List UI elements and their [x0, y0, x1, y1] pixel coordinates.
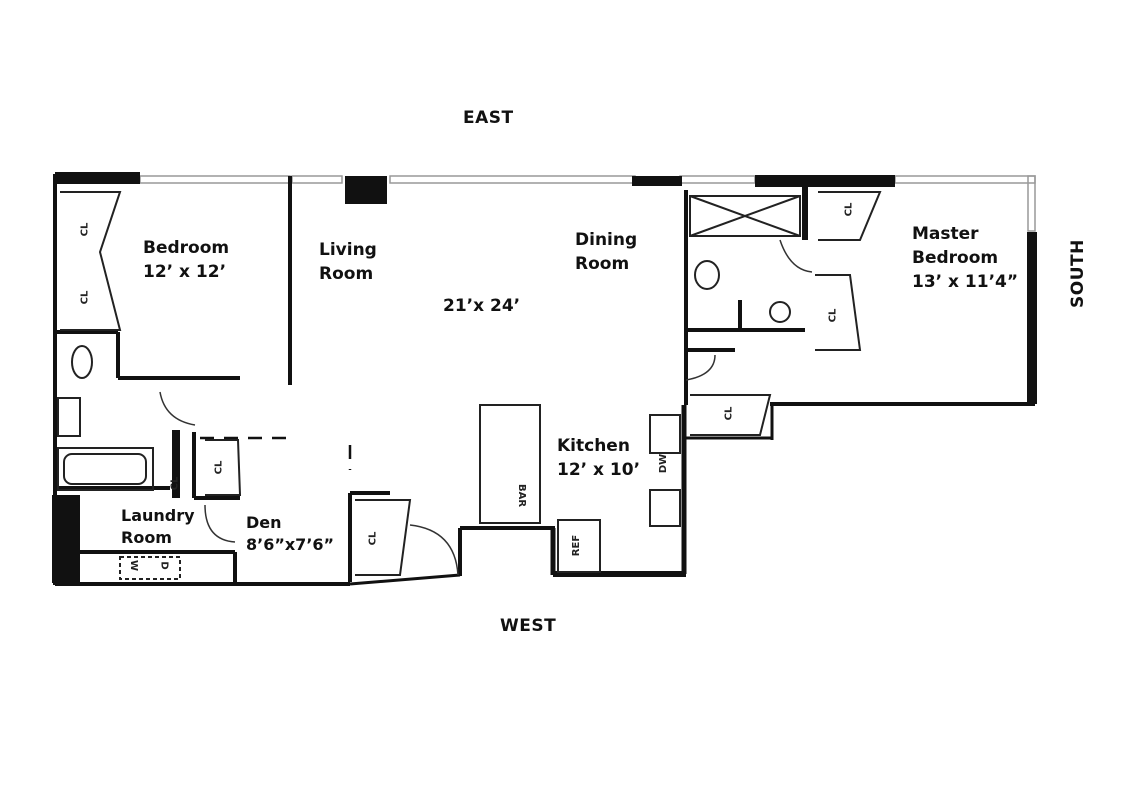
washer-label: W — [128, 559, 140, 572]
fixtures — [57, 195, 801, 580]
kitchen-size: 12’ x 10’ — [557, 460, 641, 480]
den-name: Den — [246, 513, 282, 532]
wall-lines — [53, 174, 1035, 586]
closet-label: CL — [169, 476, 181, 491]
closet-label: CL — [723, 406, 735, 421]
closet-label: CL — [843, 202, 855, 217]
den-size: 8’6”x7’6” — [246, 535, 335, 554]
closet-label: CL — [367, 531, 379, 546]
dining-room-line2: Room — [575, 254, 630, 274]
dashed-line — [200, 436, 352, 470]
bedroom-size: 12’ x 12’ — [143, 262, 227, 282]
dishwasher-label: DW — [658, 453, 670, 474]
master-bedroom-label: Master Bedroom 13’ x 11’4” — [912, 222, 1018, 294]
closet-label: CL — [79, 290, 91, 305]
den-label: Den 8’6”x7’6” — [246, 512, 334, 556]
bedroom-label: Bedroom 12’ x 12’ — [143, 236, 229, 284]
windows — [139, 175, 1036, 232]
master-bedroom-size: 13’ x 11’4” — [912, 272, 1019, 292]
direction-south: SOUTH — [1068, 239, 1088, 308]
laundry-room-line1: Laundry — [121, 506, 195, 525]
living-room-label: Living Room — [319, 238, 377, 286]
closet-label: CL — [213, 460, 225, 475]
door-swings — [159, 239, 813, 576]
interior-walls — [55, 176, 808, 582]
bedroom-name: Bedroom — [143, 238, 230, 258]
refrigerator-label: REF — [571, 534, 583, 557]
great-room-size: 21’x 24’ — [443, 296, 521, 316]
kitchen-label: Kitchen 12’ x 10’ — [557, 434, 640, 482]
master-bedroom-line2: Bedroom — [912, 248, 999, 268]
master-bedroom-line1: Master — [912, 224, 979, 244]
dining-room-line1: Dining — [575, 230, 638, 250]
dining-room-label: Dining Room — [575, 228, 637, 276]
dryer-label: D — [158, 561, 170, 570]
kitchen-name: Kitchen — [557, 436, 630, 456]
living-room-line1: Living — [319, 240, 377, 260]
closet-label: CL — [827, 308, 839, 323]
laundry-room-label: Laundry Room — [121, 505, 195, 549]
exterior-walls — [52, 172, 1037, 583]
direction-east: EAST — [463, 108, 514, 128]
laundry-room-line2: Room — [121, 528, 172, 547]
living-room-line2: Room — [319, 264, 374, 284]
bar-label: BAR — [516, 483, 528, 508]
closet-label: CL — [79, 222, 91, 237]
closet-outlines — [60, 191, 882, 576]
direction-west: WEST — [500, 616, 557, 636]
